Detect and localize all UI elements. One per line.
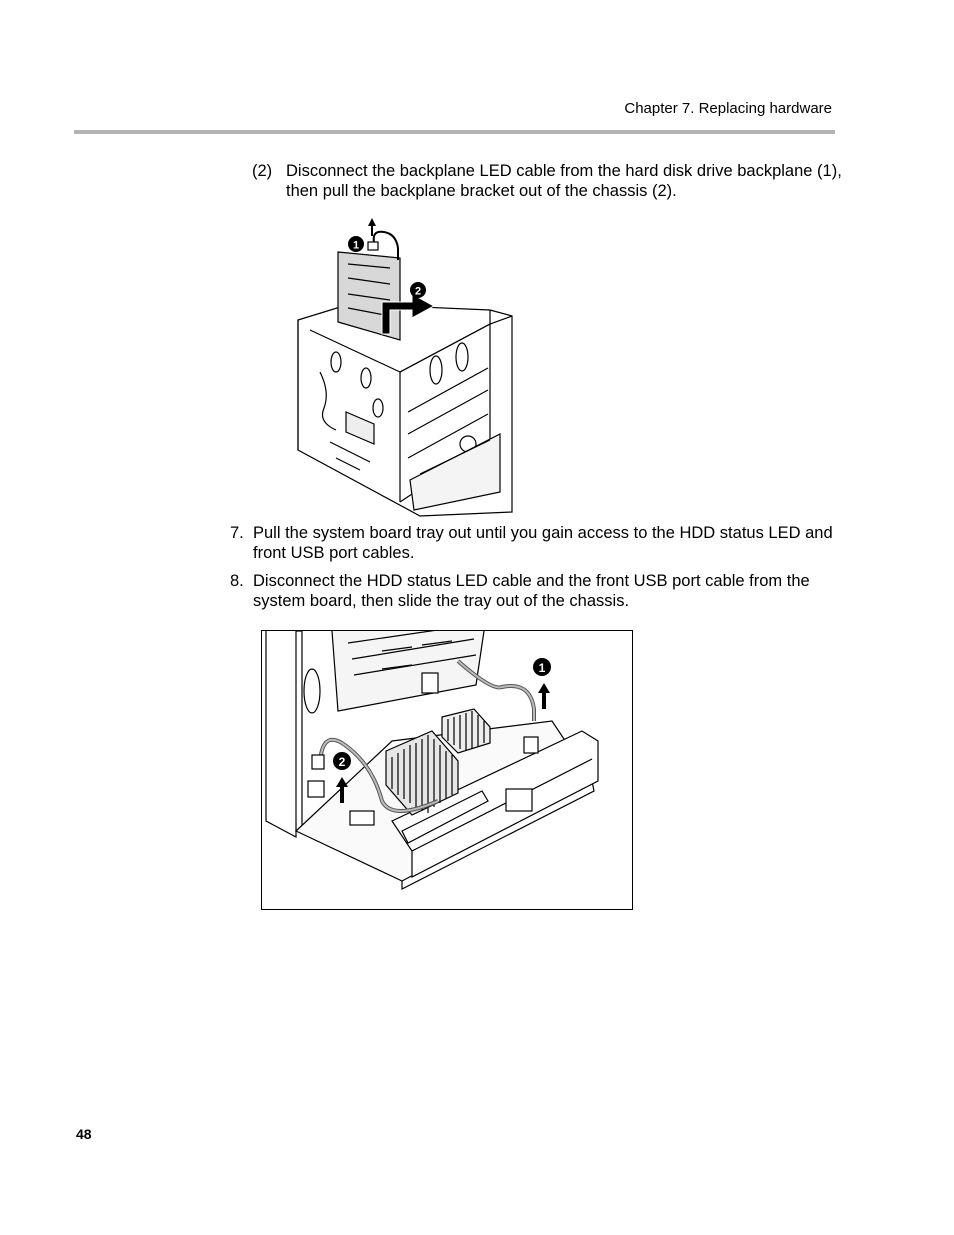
step-number: 8. (230, 572, 244, 590)
substep-text: Disconnect the backplane LED cable from … (286, 162, 842, 200)
step-7: 7. Pull the system board tray out until … (230, 523, 840, 567)
page-number: 48 (76, 1126, 92, 1142)
callout-1: 1 (539, 661, 546, 675)
system-board-tray-illustration: 1 2 (261, 630, 633, 910)
backplane-removal-illustration: 1 2 (297, 218, 513, 517)
callout-2: 2 (339, 755, 346, 769)
substep-2: (2) Disconnect the backplane LED cable f… (252, 161, 842, 205)
callout-1: 1 (353, 240, 359, 252)
step-text: Disconnect the HDD status LED cable and … (253, 572, 810, 610)
step-text: Pull the system board tray out until you… (253, 524, 833, 562)
chapter-header: Chapter 7. Replacing hardware (624, 100, 832, 117)
step-number: 7. (230, 524, 244, 542)
callout-2: 2 (415, 286, 421, 298)
header-rule (74, 130, 835, 134)
step-8: 8. Disconnect the HDD status LED cable a… (230, 571, 840, 615)
substep-number: (2) (252, 162, 273, 180)
tray-drawing: 1 2 (265, 631, 599, 890)
